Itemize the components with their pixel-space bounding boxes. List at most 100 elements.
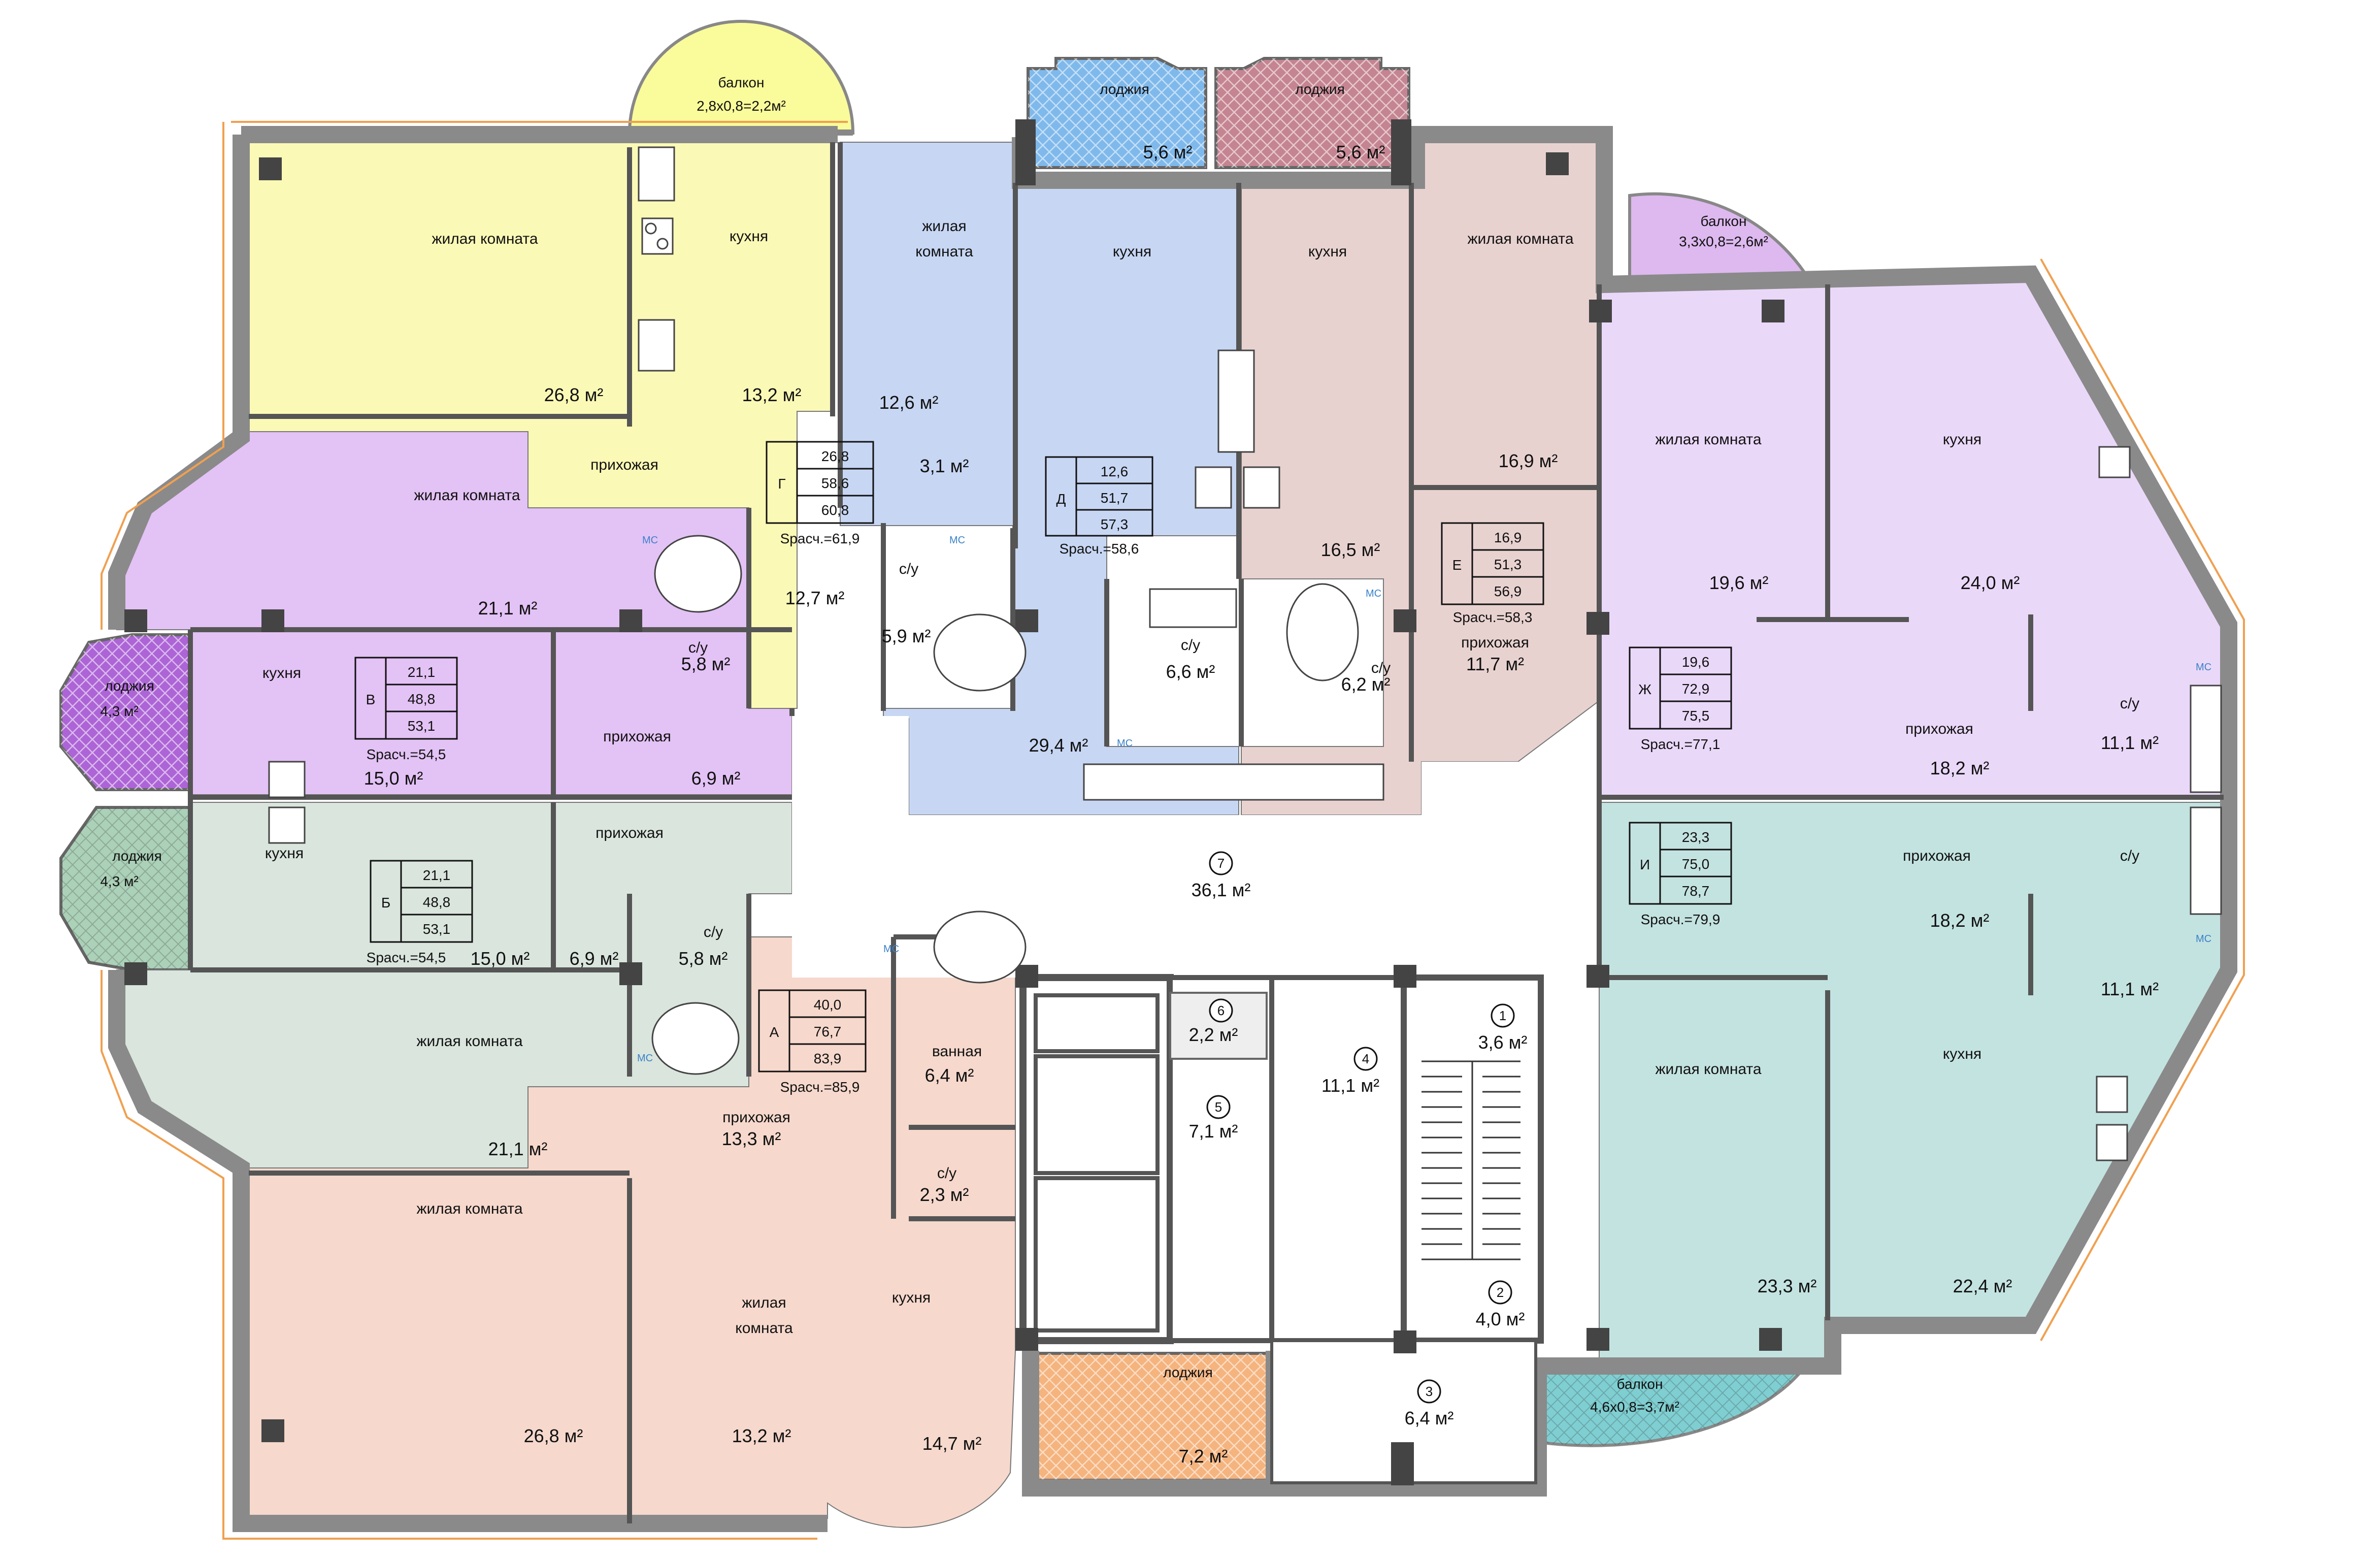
svg-text:51,3: 51,3: [1494, 557, 1522, 572]
a-su-label: с/у: [937, 1165, 956, 1182]
svg-text:51,7: 51,7: [1101, 490, 1129, 506]
table-apartment-g: Г 26,8 58,6 60,8 Sрасч.=61,9: [766, 441, 874, 546]
loggia-top-right-label: лоджия: [1295, 81, 1344, 97]
svg-text:58,6: 58,6: [821, 475, 849, 491]
bathtub-a: [933, 911, 1027, 984]
bathtub-b: [651, 1002, 740, 1075]
common-area-5: 5 7,1 м²: [1189, 1095, 1238, 1142]
table-apartment-zh: Ж 19,6 72,9 75,5 Sрасч.=77,1: [1629, 646, 1732, 752]
zh-living-label: жилая комната: [1655, 431, 1761, 448]
svg-text:21,1: 21,1: [423, 867, 451, 883]
zh-kitchen-label: кухня: [1943, 431, 1981, 448]
staircase: [1422, 1060, 1520, 1260]
svg-text:12,6: 12,6: [1101, 464, 1129, 479]
svg-text:7,1 м²: 7,1 м²: [1189, 1121, 1238, 1142]
v-su-area: 5,8 м²: [681, 654, 731, 674]
table-apartment-i: И 23,3 75,0 78,7 Sрасч.=79,9: [1629, 822, 1732, 927]
a-bath-label: ванная: [932, 1043, 982, 1060]
d-kitchen-area: 29,4 м²: [1029, 735, 1088, 756]
a-hall-area: 13,3 м²: [722, 1128, 781, 1149]
balcony-north-label: балкон: [718, 75, 765, 90]
a-bath-area: 6,4 м²: [925, 1065, 974, 1086]
loggia-west-lower-label: лоджия: [112, 848, 161, 864]
svg-text:60,8: 60,8: [821, 502, 849, 518]
svg-text:48,8: 48,8: [423, 894, 451, 910]
ms-tag: МС: [949, 535, 965, 546]
ms-tag: МС: [2196, 933, 2211, 945]
v-living-area: 21,1 м²: [478, 598, 538, 619]
balcony-north-size: 2,8х0,8=2,2м²: [697, 98, 786, 114]
svg-text:Д: Д: [1056, 491, 1066, 507]
balcony-north: [627, 20, 855, 135]
table-apartment-a: А 40,0 76,7 83,9 Sрасч.=85,9: [758, 989, 867, 1095]
common-area-3: 3 6,4 м²: [1405, 1379, 1453, 1428]
a-kitchen-area: 14,7 м²: [922, 1433, 982, 1454]
svg-text:75,0: 75,0: [1682, 856, 1710, 872]
g-su-label: с/у: [899, 561, 918, 577]
bathtub-g: [933, 613, 1027, 692]
e-living-area: 16,9 м²: [1499, 450, 1558, 471]
ms-tag: МС: [2196, 662, 2211, 673]
balcony-east-label: балкон: [1701, 213, 1747, 229]
room-labels: жилая комната 26,8 м² кухня 13,2 м² прих…: [262, 218, 2159, 1454]
table-apartment-v: В 21,1 48,8 53,1 Sрасч.=54,5: [354, 657, 458, 762]
svg-text:Sрасч.=61,9: Sрасч.=61,9: [780, 531, 860, 546]
common-area-6: 6 2,2 м²: [1189, 998, 1238, 1045]
d-kitchen-label: кухня: [1113, 243, 1151, 260]
v-living-label: жилая комната: [414, 487, 520, 504]
loggia-south-label: лоджия: [1163, 1364, 1212, 1380]
svg-text:11,1 м²: 11,1 м²: [1321, 1075, 1379, 1096]
building-core: [1019, 974, 1544, 1484]
e-hall-label: прихожая: [1461, 634, 1529, 651]
common-area-2: 2 4,0 м²: [1476, 1280, 1525, 1329]
columns: [124, 119, 1784, 1485]
svg-text:3,6 м²: 3,6 м²: [1478, 1032, 1528, 1053]
svg-text:2: 2: [1497, 1285, 1504, 1300]
loggia-west-lower-area: 4,3 м²: [100, 873, 138, 889]
d-living-label-2: комната: [915, 243, 973, 260]
ms-tag: МС: [637, 1053, 653, 1064]
svg-text:Sрасч.=77,1: Sрасч.=77,1: [1641, 736, 1721, 752]
loggia-top-left-area: 5,6 м²: [1143, 142, 1193, 162]
svg-text:В: В: [366, 692, 376, 707]
table-apartment-b: Б 21,1 48,8 53,1 Sрасч.=54,5: [367, 860, 473, 965]
svg-text:5: 5: [1215, 1099, 1222, 1115]
i-kitchen-label: кухня: [1943, 1046, 1981, 1062]
g-hall-label: прихожая: [590, 457, 658, 473]
ms-tags: МС МС МС МС МС МС МС МС: [637, 535, 2211, 1064]
balcony-east-size: 3,3х0,8=2,6м²: [1679, 234, 1768, 249]
svg-text:36,1 м²: 36,1 м²: [1192, 880, 1251, 900]
bathtub-v: [654, 535, 742, 613]
svg-text:Sрасч.=58,6: Sрасч.=58,6: [1060, 541, 1139, 557]
loggia-top-left-label: лоджия: [1100, 81, 1149, 97]
svg-text:23,3: 23,3: [1682, 829, 1710, 845]
d-su-area: 6,6 м²: [1166, 661, 1215, 682]
svg-text:А: А: [770, 1024, 779, 1040]
svg-text:Sрасч.=54,5: Sрасч.=54,5: [367, 950, 446, 965]
apartment-d-zone: [840, 142, 1239, 816]
bathtub-d: [1149, 588, 1237, 628]
a-living1-label: жилая комната: [416, 1200, 522, 1217]
svg-text:Ж: Ж: [1638, 681, 1651, 697]
svg-text:Б: Б: [381, 895, 390, 911]
svg-text:83,9: 83,9: [814, 1051, 842, 1066]
v-hall-label: прихожая: [603, 728, 671, 745]
i-living-area: 23,3 м²: [1758, 1276, 1817, 1296]
zh-su-label: с/у: [2120, 695, 2139, 712]
apartment-tables: Г 26,8 58,6 60,8 Sрасч.=61,9 Д 12,6 51,7…: [354, 441, 1732, 1095]
svg-text:78,7: 78,7: [1682, 883, 1710, 899]
svg-text:Sрасч.=79,9: Sрасч.=79,9: [1641, 912, 1721, 927]
a-living1-area: 26,8 м²: [524, 1425, 583, 1446]
common-area-7: 7 36,1 м²: [1192, 851, 1251, 900]
v-kitchen-area: 15,0 м²: [364, 768, 423, 789]
b-living-label: жилая комната: [416, 1033, 522, 1050]
i-su-label: с/у: [2120, 848, 2139, 864]
b-living-area: 21,1 м²: [488, 1139, 548, 1159]
b-kitchen-area: 15,0 м²: [471, 948, 530, 969]
svg-text:76,7: 76,7: [814, 1024, 842, 1039]
e-su-area: 6,2 м²: [1341, 674, 1391, 695]
v-su-label: с/у: [688, 639, 708, 656]
e-kitchen-area: 16,5 м²: [1321, 539, 1380, 560]
balcony-southeast-size: 4,6х0,8=3,7м²: [1590, 1399, 1679, 1415]
svg-text:57,3: 57,3: [1101, 516, 1129, 532]
